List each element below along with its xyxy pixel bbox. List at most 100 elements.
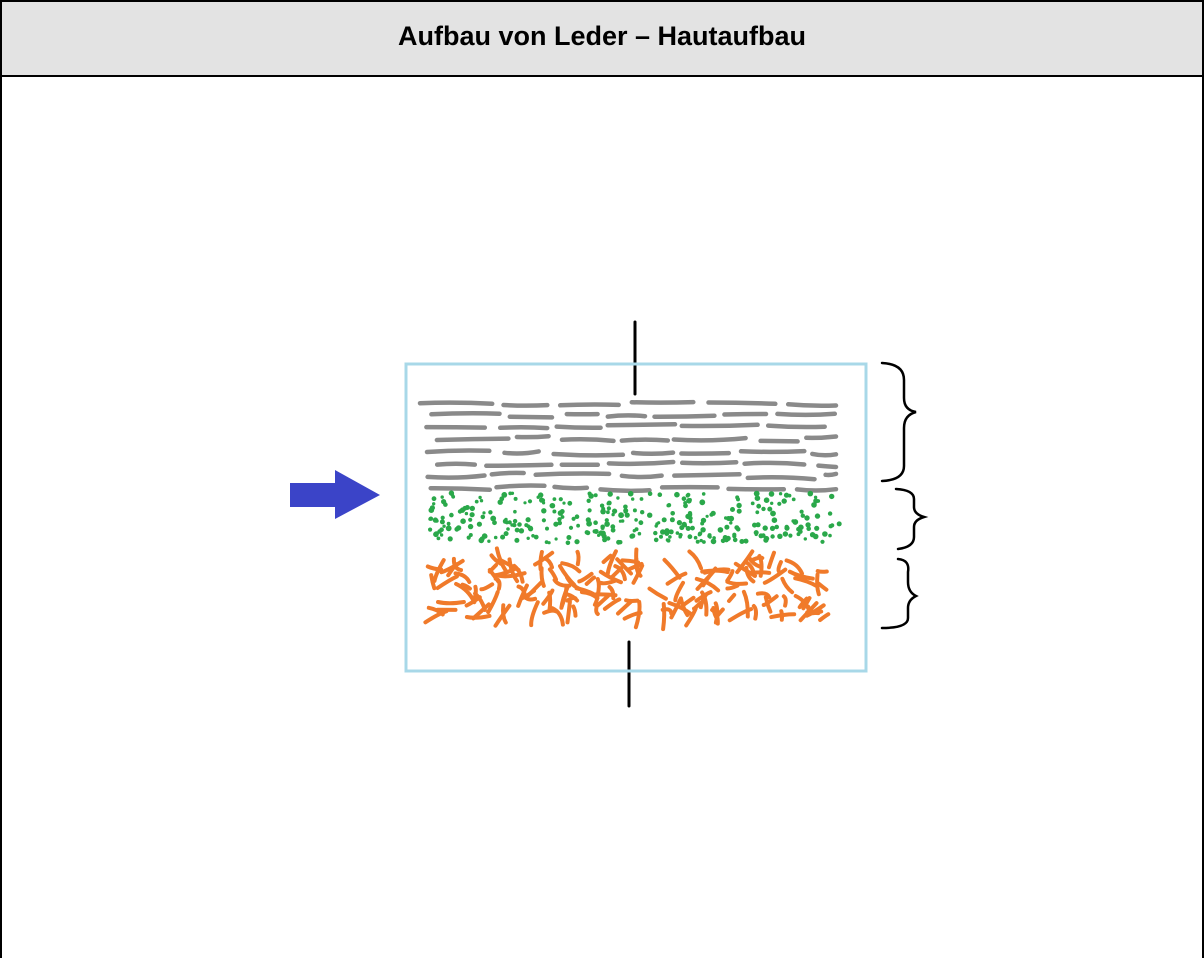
bottom-fiber [438,576,457,588]
middle-dot [503,492,507,496]
middle-dot [512,523,516,527]
middle-dot [735,495,739,499]
middle-dot [724,525,729,530]
middle-dot [608,491,613,496]
middle-dot [606,536,610,540]
middle-dot [480,499,483,502]
middle-dot [524,523,528,527]
middle-dot [428,528,432,532]
middle-dot [754,530,759,535]
middle-dot [698,533,701,536]
middle-dot [465,505,470,510]
middle-dot [689,513,693,517]
middle-dot [783,531,788,536]
middle-dot [770,502,773,505]
bottom-fiber [782,579,792,592]
middle-dot [594,493,598,497]
middle-dot [567,501,572,506]
middle-dot [508,520,512,524]
middle-dot [441,495,444,498]
middle-dot [730,507,735,512]
middle-dot [804,515,809,520]
middle-dot [707,534,711,538]
middle-dot [724,537,729,542]
middle-dot [447,522,451,526]
bottom-fiber [727,586,737,589]
middle-dot [566,535,571,540]
bottom-fiber [481,584,492,589]
middle-dot [756,504,761,509]
middle-dot [729,521,732,524]
middle-dot [732,534,736,538]
middle-dot [767,507,772,512]
bottom-fiber [560,566,574,585]
grain-stroke [492,473,524,475]
middle-dot [666,538,669,541]
middle-dot [688,534,693,539]
bottom-fiber [541,568,543,586]
middle-dot [500,535,505,540]
middle-dot [559,497,563,501]
middle-dot [482,511,485,514]
bottom-fiber [598,596,608,605]
middle-dot [837,521,842,526]
middle-dot [779,492,782,495]
middle-dot [751,502,755,506]
middle-dot [432,496,437,501]
middle-dot [770,526,775,531]
middle-dot [805,522,810,527]
middle-dot [506,527,510,531]
middle-dot [670,511,675,516]
bottom-fiber [716,603,718,622]
middle-dot [764,497,770,503]
bottom-fiber [488,592,498,612]
middle-dot [810,532,815,537]
middle-dot [772,517,778,523]
bottom-fiber [818,571,827,572]
middle-dot [465,512,468,515]
grain-stroke [510,417,552,418]
grain-stroke [555,487,587,488]
middle-dot [550,503,555,508]
middle-dot [515,539,518,542]
bottom-fiber [490,565,496,572]
middle-dot [736,503,741,508]
middle-dot [523,501,526,504]
middle-dot [798,525,804,531]
bottom-fiber [784,596,786,605]
middle-dot [791,519,795,523]
middle-dot [822,531,828,537]
middle-dot [700,539,703,542]
middle-dot [763,525,768,530]
middle-dot [513,510,517,514]
grain-stroke [420,403,492,404]
middle-dot [660,529,665,534]
grain-stroke [655,416,715,417]
grain-stroke [633,453,673,454]
bottom-fiber [497,548,506,571]
middle-dot [736,527,741,532]
middle-dot [628,491,634,497]
middle-dot [800,510,804,514]
middle-dot [526,517,531,522]
middle-dot [511,492,514,495]
middle-dot [654,538,659,543]
middle-dot [443,502,448,507]
middle-dot [678,535,682,539]
middle-dot [640,510,644,514]
grain-stroke [729,489,784,490]
middle-dot [600,531,606,537]
grain-stroke [536,474,609,475]
middle-dot [562,502,565,505]
middle-dot [572,517,576,521]
grain-stroke [486,465,551,466]
bottom-fiber [781,611,782,620]
middle-dot [442,525,445,528]
middle-dot [600,509,606,515]
middle-dot [733,538,738,543]
middle-dot [616,496,619,499]
middle-dot [792,498,796,502]
grain-stroke [557,427,601,428]
middle-dot [468,518,472,522]
